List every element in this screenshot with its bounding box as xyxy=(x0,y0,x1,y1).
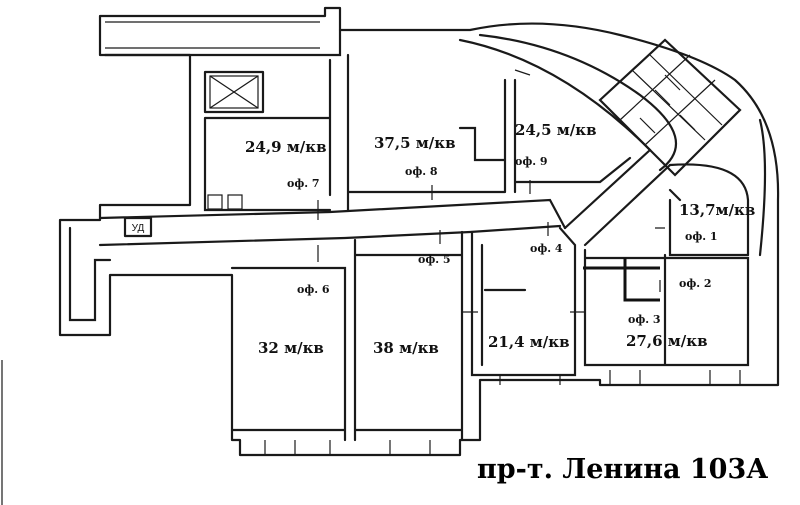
office-5-label: оф. 5 xyxy=(418,253,451,266)
stair-label: УД xyxy=(132,223,145,234)
office-2-label: оф. 2 xyxy=(679,277,712,290)
office-8-label: оф. 8 xyxy=(405,165,438,178)
office-3-label: оф. 3 xyxy=(628,313,661,326)
office-7-label: оф. 7 xyxy=(287,177,320,190)
door-marks xyxy=(317,69,665,313)
small-box-1 xyxy=(207,194,223,210)
partition-bold xyxy=(583,258,660,302)
room-area-24-5: 24,5 м/кв xyxy=(515,121,597,139)
wall-room-4 xyxy=(470,226,577,377)
wall-room-8 xyxy=(346,53,507,212)
room-area-21-4: 21,4 м/кв xyxy=(488,333,570,351)
room-area-24-9: 24,9 м/кв xyxy=(245,138,327,156)
room-area-37-5: 37,5 м/кв xyxy=(374,134,456,152)
right-curve xyxy=(668,118,767,257)
windows-bottom xyxy=(264,370,741,455)
inner-partition-8 xyxy=(458,126,507,162)
diagonal-corridor xyxy=(563,148,682,247)
room-area-38: 38 м/кв xyxy=(373,339,439,357)
office-1-label: оф. 1 xyxy=(685,230,718,243)
address-label: пр-т. Ленина 103А xyxy=(477,454,768,485)
office-9-label: оф. 9 xyxy=(515,155,548,168)
wall-room-9 xyxy=(513,78,632,194)
room-area-13-7: 13,7м/кв xyxy=(679,201,755,219)
small-box-2 xyxy=(227,194,243,210)
top-strip-inner xyxy=(105,21,320,49)
room-area-27-6: 27,6 м/кв xyxy=(626,332,708,350)
wall-room-6 xyxy=(230,266,347,442)
corridor-end-left xyxy=(68,226,112,322)
building-outline xyxy=(58,6,780,457)
office-4-label: оф. 4 xyxy=(530,242,563,255)
wall-room-5 xyxy=(353,230,464,442)
office-6-label: оф. 6 xyxy=(297,283,330,296)
wall-room-7 xyxy=(203,58,332,212)
top-corridor xyxy=(103,28,342,57)
shaft-icon xyxy=(203,70,265,114)
wall-room-1 xyxy=(668,198,750,257)
main-corridor xyxy=(98,198,567,247)
wall-room-2-3 xyxy=(583,248,750,367)
stair-box xyxy=(123,216,153,238)
curved-wall-inner xyxy=(478,33,677,172)
room-area-32: 32 м/кв xyxy=(258,339,324,357)
